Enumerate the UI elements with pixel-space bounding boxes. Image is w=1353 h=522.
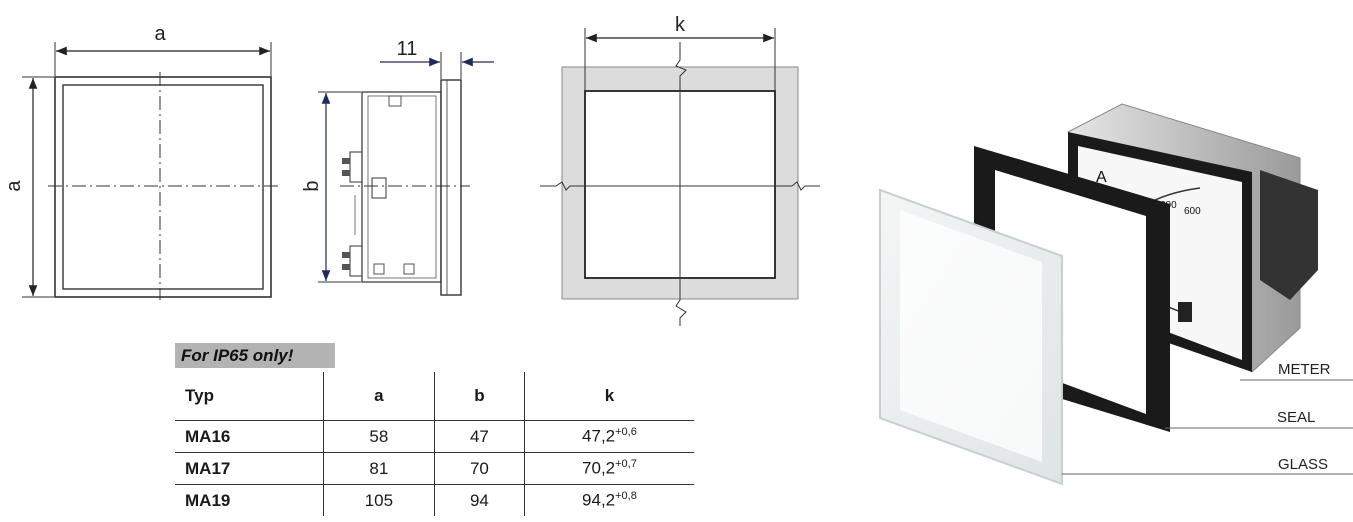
label-meter: METER — [1278, 361, 1331, 378]
dim-k-label: k — [675, 14, 686, 36]
side-view: b 11 — [301, 38, 494, 296]
side-bezel — [440, 79, 462, 296]
dim-11-label: 11 — [397, 38, 418, 60]
cutout-view: k — [540, 14, 820, 326]
cell-a: 81 — [322, 452, 435, 485]
dim-b-label: b — [301, 180, 323, 191]
cell-b: 94 — [433, 484, 525, 516]
front-view: a a — [3, 23, 278, 300]
cell-typ: MA19 — [175, 484, 324, 516]
ip65-note: For IP65 only! — [175, 343, 335, 368]
cell-b: 47 — [433, 420, 525, 453]
col-header-a: a — [322, 372, 435, 421]
meter-terminal-block — [1260, 170, 1318, 300]
cell-a: 58 — [322, 420, 435, 453]
cell-typ: MA17 — [175, 452, 324, 485]
col-header-typ: Typ — [175, 372, 324, 421]
cell-k-value: 94,2 — [582, 490, 616, 510]
label-glass: GLASS — [1278, 456, 1329, 473]
cell-k: 70,2+0,7 — [523, 452, 694, 485]
table-row: MA16 58 47 47,2+0,6 — [175, 420, 694, 453]
dim-a-horizontal-label: a — [154, 23, 166, 45]
col-header-b: b — [433, 372, 525, 421]
cell-k-value: 47,2 — [582, 426, 616, 446]
cell-k: 94,2+0,8 — [523, 484, 694, 516]
cell-b: 70 — [433, 452, 525, 485]
label-seal: SEAL — [1277, 409, 1316, 426]
exploded-product-illustration: A 100 200 300 600 600 — [879, 103, 1353, 486]
cell-k: 47,2+0,6 — [523, 420, 694, 453]
cell-typ: MA16 — [175, 420, 324, 453]
table-header-row: Typ a b k — [175, 372, 694, 421]
cell-k-value: 70,2 — [582, 458, 616, 478]
cell-k-tolerance: +0,8 — [615, 490, 637, 503]
cutout-center-line-h — [540, 181, 820, 191]
front-inner-frame — [62, 84, 264, 290]
cell-a: 105 — [322, 484, 435, 516]
dimension-table: Typ a b k MA16 58 47 47,2+0,6 MA17 81 70… — [175, 372, 694, 516]
meter-unit-label: A — [1096, 169, 1107, 186]
meter-scale-600b: 600 — [1184, 206, 1201, 217]
cell-k-tolerance: +0,6 — [615, 426, 637, 439]
front-outer-frame — [54, 76, 272, 298]
table-row: MA19 105 94 94,2+0,8 — [175, 484, 694, 516]
cutout-center-line-v — [675, 42, 687, 326]
cell-k-tolerance: +0,7 — [615, 458, 637, 471]
table-row: MA17 81 70 70,2+0,7 — [175, 452, 694, 485]
col-header-k: k — [523, 372, 694, 421]
dim-a-vertical-label: a — [3, 180, 25, 192]
side-housing — [361, 91, 442, 283]
